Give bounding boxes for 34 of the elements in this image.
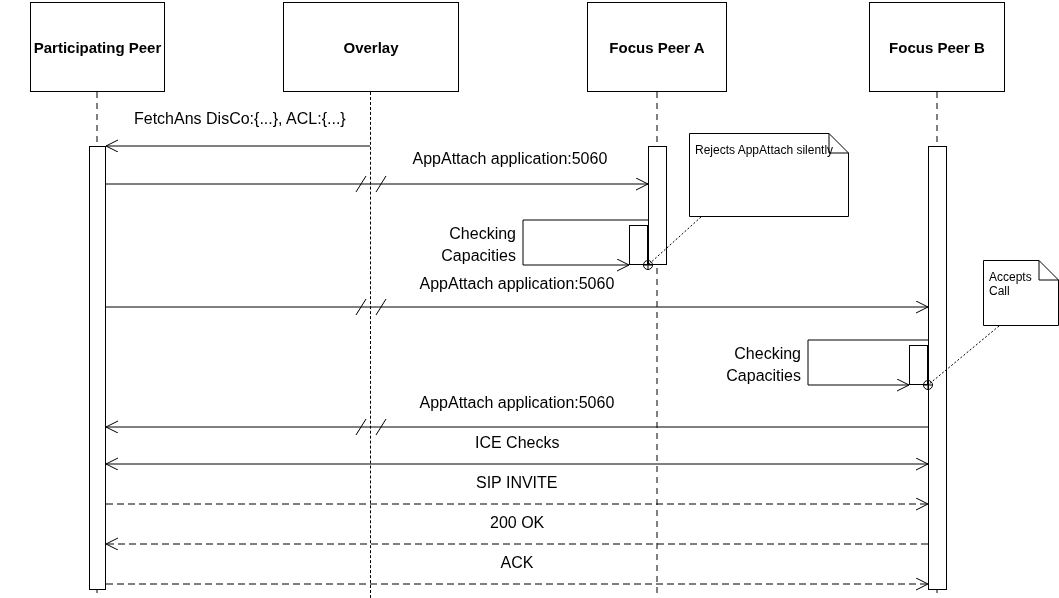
message-arrow [105,139,371,153]
note-box: Rejects AppAttach silently [689,133,849,217]
lifeline [370,92,372,598]
message-label: Checking Capacities [440,224,517,266]
message-arrow [105,420,929,434]
message-arrow [105,457,929,471]
message-arrow [105,497,929,511]
message-label: AppAttach application:5060 [418,275,616,293]
activation-bar [928,146,947,590]
activation-bar [648,146,667,265]
activation-bar [909,345,928,385]
message-arrow [105,300,929,314]
message-arrow [105,577,929,591]
lifeline-header-box: Focus Peer A [587,2,727,92]
message-label: ICE Checks [474,434,561,452]
message-label: 200 OK [489,514,546,532]
message-label: AppAttach application:5060 [418,394,616,412]
leader-line [923,325,1000,390]
self-message-arrow [522,219,649,272]
message-arrow [105,177,649,191]
note-box: Accepts Call [983,260,1059,326]
message-label: AppAttach application:5060 [411,150,609,168]
message-label: Checking Capacities [725,344,802,386]
activation-bar [629,225,648,265]
message-label: FetchAns DisCo:{...}, ACL:{...} [133,110,347,128]
lifeline-header-box: Focus Peer B [869,2,1005,92]
message-arrow [105,537,929,551]
message-label: SIP INVITE [475,474,559,492]
lifeline-header-box: Overlay [283,2,459,92]
leader-line [643,216,702,270]
self-message-arrow [807,339,929,392]
activation-bar [89,146,106,590]
lifeline-header-box: Participating Peer [30,2,165,92]
message-label: ACK [499,554,535,572]
